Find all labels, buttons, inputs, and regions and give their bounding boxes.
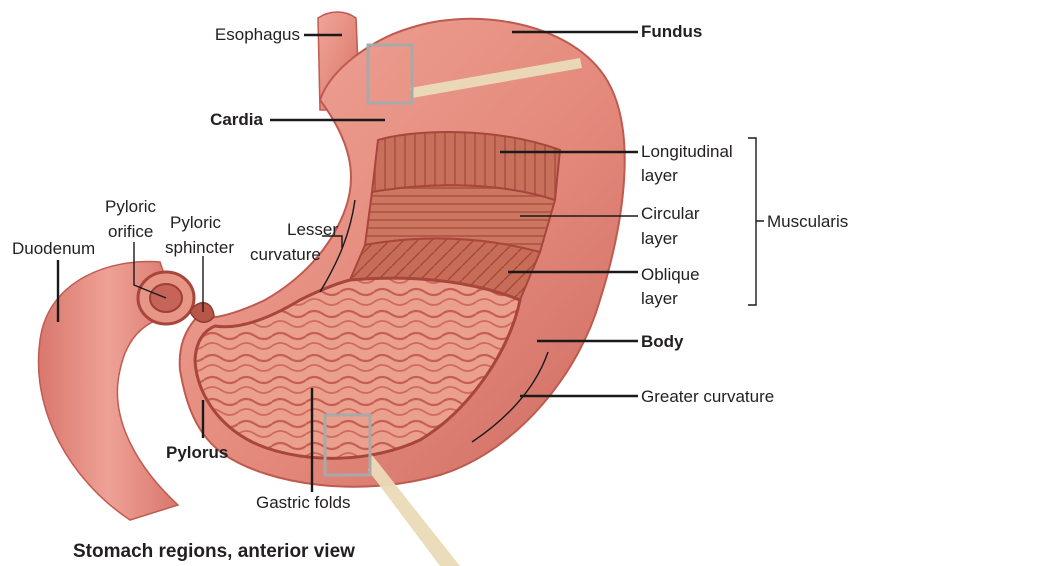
label-lesser-curvature-1: Lesser	[287, 220, 338, 239]
label-oblique-layer-1: Oblique	[641, 265, 700, 284]
label-oblique-layer-2: layer	[641, 289, 678, 308]
label-pyloric-sphincter-2: sphincter	[165, 238, 234, 257]
label-pyloric-orifice-2: orifice	[108, 222, 153, 241]
label-muscularis: Muscularis	[767, 212, 848, 231]
label-cardia: Cardia	[210, 110, 263, 129]
label-pyloric-sphincter-1: Pyloric	[170, 213, 222, 232]
label-pyloric-orifice-1: Pyloric	[105, 197, 157, 216]
label-longitudinal-layer-1: Longitudinal	[641, 142, 733, 161]
label-duodenum: Duodenum	[12, 239, 95, 258]
label-circular-layer-2: layer	[641, 229, 678, 248]
muscularis-bracket	[748, 138, 764, 305]
label-body: Body	[641, 332, 684, 351]
label-circular-layer-1: Circular	[641, 204, 700, 223]
label-gastric-folds: Gastric folds	[256, 493, 350, 512]
label-esophagus: Esophagus	[215, 25, 300, 44]
label-lesser-curvature-2: curvature	[250, 245, 321, 264]
label-longitudinal-layer-2: layer	[641, 166, 678, 185]
figure-caption: Stomach regions, anterior view	[73, 541, 355, 562]
label-greater-curvature: Greater curvature	[641, 387, 774, 406]
label-fundus: Fundus	[641, 22, 702, 41]
label-pylorus: Pylorus	[166, 443, 228, 462]
